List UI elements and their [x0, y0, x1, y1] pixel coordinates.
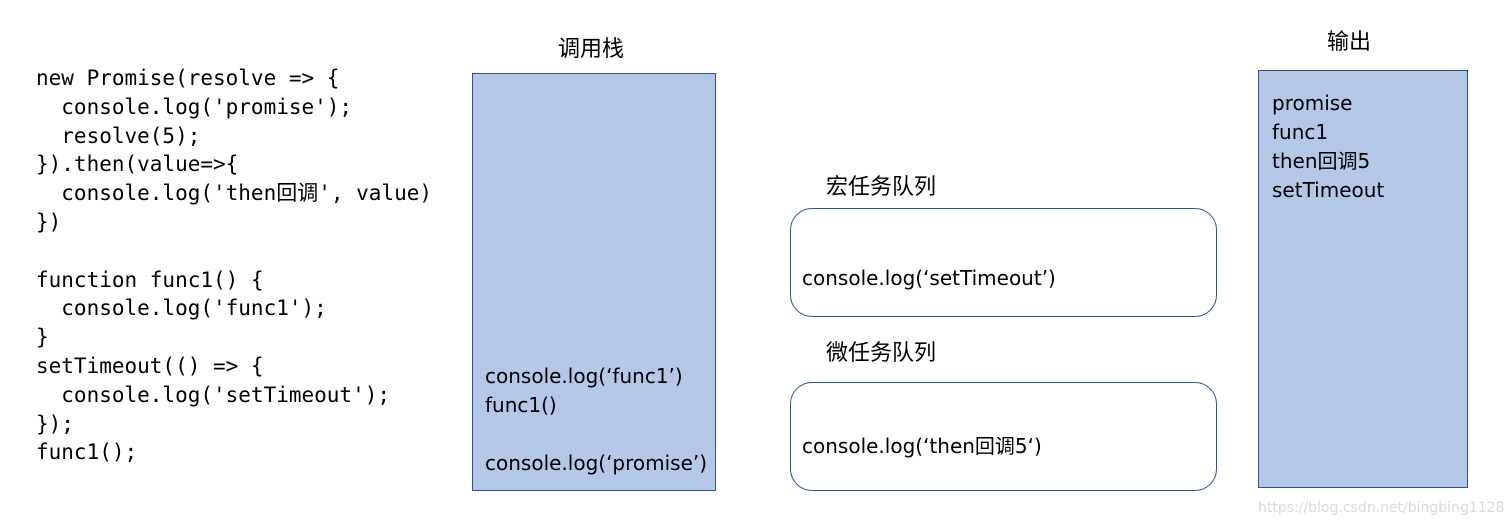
code-line: console.log('setTimeout'); [36, 382, 391, 407]
micro-queue-box: console.log(‘then回调5‘) [790, 382, 1217, 491]
output-item: then回调5 [1272, 149, 1371, 173]
code-line: func1(); [36, 440, 138, 465]
micro-queue-title: 微任务队列 [826, 341, 937, 366]
call-stack-item: console.log(‘promise’) [485, 451, 708, 475]
micro-queue-item: console.log(‘then回调5‘) [802, 434, 1042, 458]
code-line: function func1() { [36, 267, 264, 292]
macro-queue-item: console.log(‘setTimeout’) [802, 266, 1056, 290]
code-line: setTimeout(() => { [36, 353, 264, 378]
output-item: setTimeout [1272, 178, 1385, 202]
macro-queue-box: console.log(‘setTimeout’) [790, 208, 1217, 317]
code-line: console.log('func1'); [36, 296, 327, 321]
code-line: console.log('promise'); [36, 94, 353, 119]
macro-queue-title: 宏任务队列 [826, 175, 937, 200]
code-line: new Promise(resolve => { [36, 66, 340, 90]
output-item: func1 [1272, 120, 1329, 144]
output-title: 输出 [1327, 30, 1372, 55]
code-line: }); [36, 411, 74, 436]
code-line [36, 237, 432, 266]
code-line: } [36, 325, 49, 350]
call-stack-title: 调用栈 [558, 37, 625, 62]
call-stack-item: console.log(‘func1’) [485, 364, 683, 388]
call-stack-panel: console.log(‘func1’) func1() console.log… [472, 73, 716, 491]
code-line: }) [36, 209, 62, 234]
code-line: }).then(value=>{ [36, 152, 239, 177]
watermark: https://blog.csdn.net/bingbing1128 [1258, 500, 1505, 516]
call-stack-item: func1() [485, 393, 557, 417]
output-panel: promise func1 then回调5 setTimeout [1258, 70, 1468, 488]
output-item: promise [1272, 91, 1353, 115]
code-listing: new Promise(resolve => { console.log('pr… [36, 64, 432, 467]
code-line: resolve(5); [36, 123, 201, 148]
code-line: console.log('then回调', value) [36, 181, 433, 206]
